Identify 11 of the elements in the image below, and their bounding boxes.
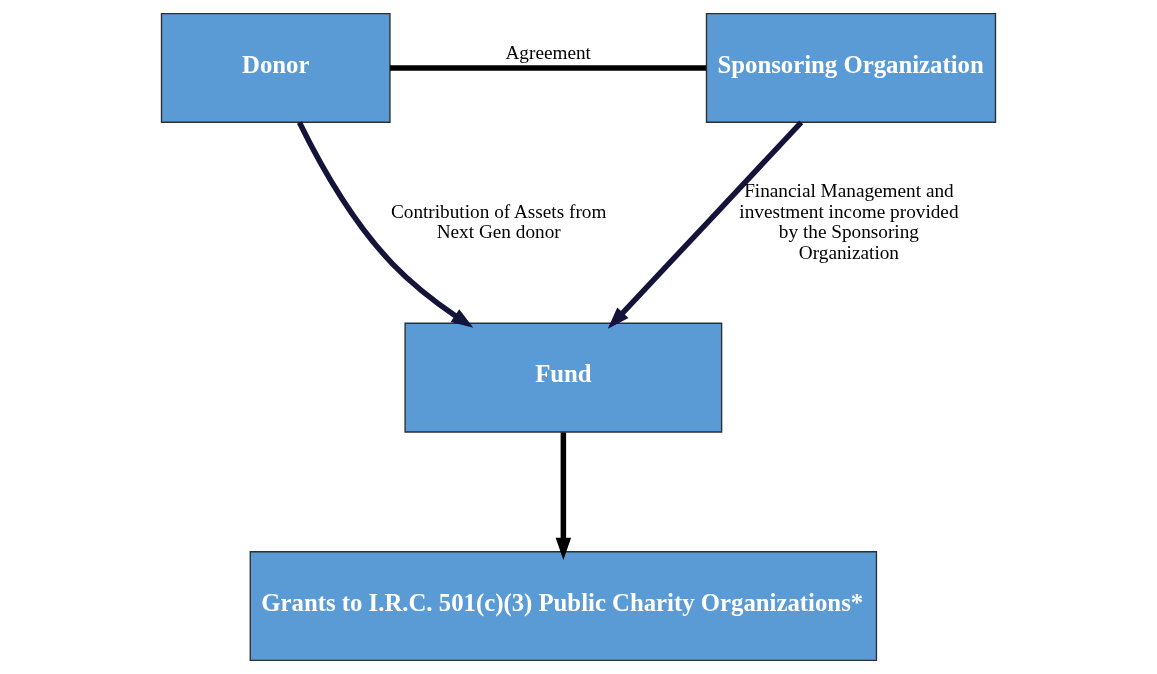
edge-label: Contribution of Assets from Next Gen donor: [390, 200, 607, 243]
arrow: [607, 120, 804, 329]
node-box: Fund: [404, 322, 723, 433]
arrow: [555, 432, 572, 560]
node-box: Donor: [160, 12, 391, 123]
connector: [390, 65, 707, 71]
arrow: [297, 121, 474, 328]
edge-label: Agreement: [505, 41, 591, 63]
node-box: Grants to I.R.C. 501(c)(3) Public Charity Organizations*: [249, 551, 878, 662]
edge-label: Financial Management and investment income provided by the Sponsoring Organization: [739, 179, 959, 263]
node-box: Sponsoring Organization: [705, 12, 997, 123]
